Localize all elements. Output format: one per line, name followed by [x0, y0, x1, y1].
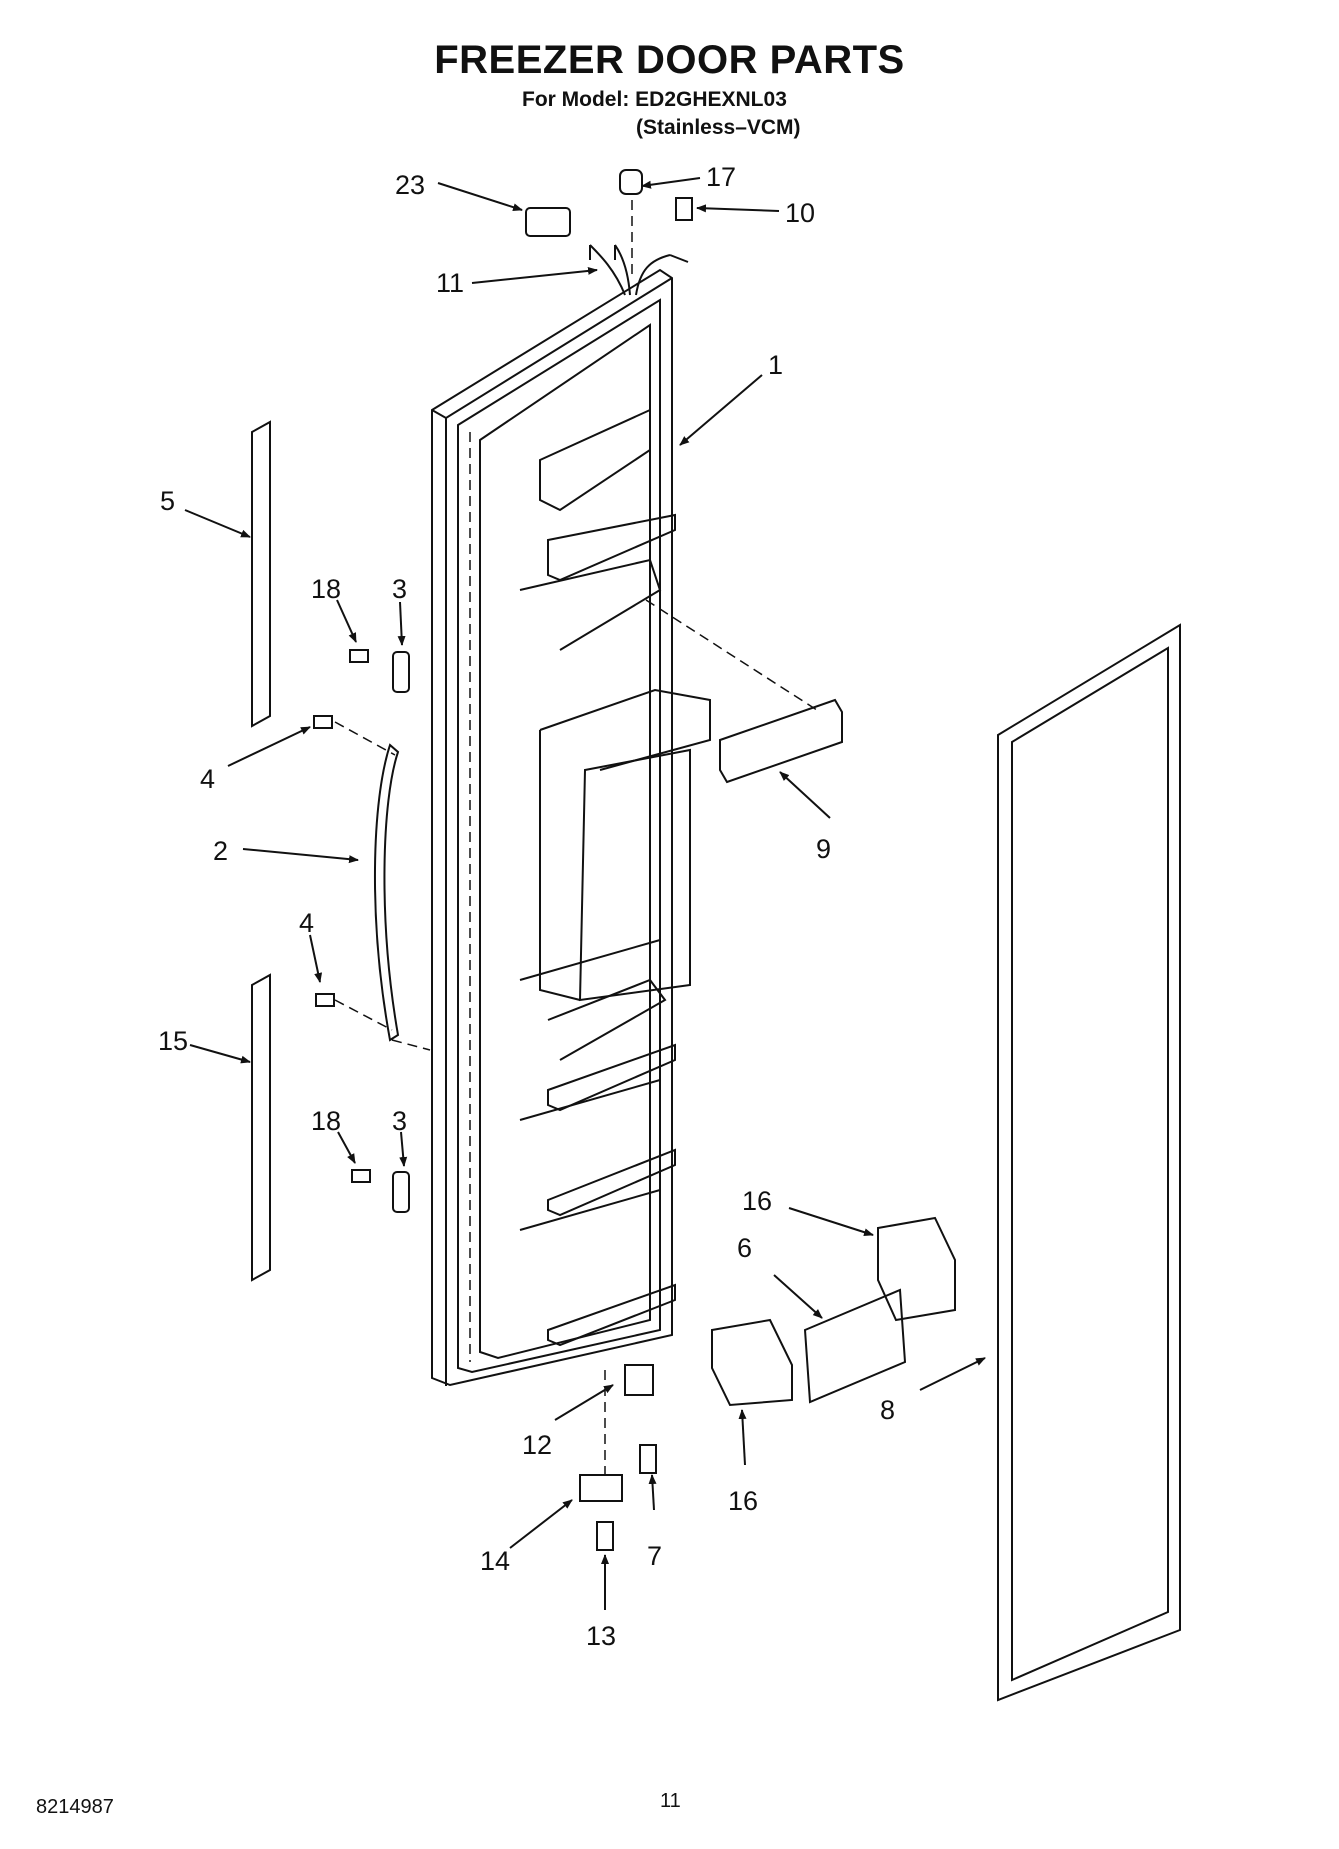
page-title: FREEZER DOOR PARTS [434, 38, 905, 82]
trim-cover-part-6 [803, 1288, 907, 1404]
clip-part-3-lower [392, 1171, 410, 1213]
callout-14: 14 [480, 1546, 510, 1576]
callout-3-lower: 3 [392, 1106, 407, 1136]
channel-part-9 [719, 698, 843, 784]
trim-strip-part-15 [251, 973, 271, 1282]
callout-7: 7 [647, 1541, 662, 1571]
variant-line: (Stainless–VCM) [636, 116, 801, 139]
screw-part-4-lower [315, 993, 335, 1007]
callout-4-lower: 4 [299, 908, 314, 938]
callout-5: 5 [160, 486, 175, 516]
callout-2: 2 [213, 836, 228, 866]
callout-8: 8 [880, 1395, 895, 1425]
callout-15: 15 [158, 1026, 188, 1056]
callout-6: 6 [737, 1233, 752, 1263]
connector-part-23 [525, 207, 571, 237]
hinge-part-12 [624, 1364, 654, 1396]
callout-18-lower: 18 [311, 1106, 341, 1136]
plug-part-17 [619, 169, 643, 195]
screw-part-18-lower [351, 1169, 371, 1183]
wire-harness-part-11 [589, 245, 689, 263]
gasket-part-8 [997, 623, 1181, 1702]
callout-11: 11 [436, 268, 464, 298]
callout-1: 1 [768, 350, 783, 380]
screw-part-4-upper [313, 715, 333, 729]
model-line: For Model: ED2GHEXNL03 [522, 88, 787, 111]
screw-part-10 [675, 197, 693, 221]
screw-part-13 [596, 1521, 614, 1551]
callout-3-upper: 3 [392, 574, 407, 604]
clip-part-3-upper [392, 651, 410, 693]
door-panel-part-1 [431, 244, 711, 1387]
trim-strip-part-5 [251, 420, 271, 728]
screw-part-18-upper [349, 649, 369, 663]
handle-part-2 [374, 743, 400, 1042]
callout-16-lower: 16 [728, 1486, 758, 1516]
callout-13: 13 [586, 1621, 616, 1651]
screw-part-7 [639, 1444, 657, 1474]
callout-17: 17 [706, 162, 736, 192]
page-number: 11 [660, 1790, 681, 1812]
callout-18-upper: 18 [311, 574, 341, 604]
trim-end-part-16-lower [711, 1318, 793, 1407]
bracket-part-14 [579, 1474, 623, 1502]
callout-16-upper: 16 [742, 1186, 772, 1216]
callout-9: 9 [816, 834, 831, 864]
part-number: 8214987 [36, 1796, 114, 1818]
callout-4-upper: 4 [200, 764, 215, 794]
callout-10: 10 [785, 198, 815, 228]
callout-12: 12 [522, 1430, 552, 1460]
trim-end-part-16-upper [877, 1216, 956, 1322]
callout-23: 23 [395, 170, 425, 200]
